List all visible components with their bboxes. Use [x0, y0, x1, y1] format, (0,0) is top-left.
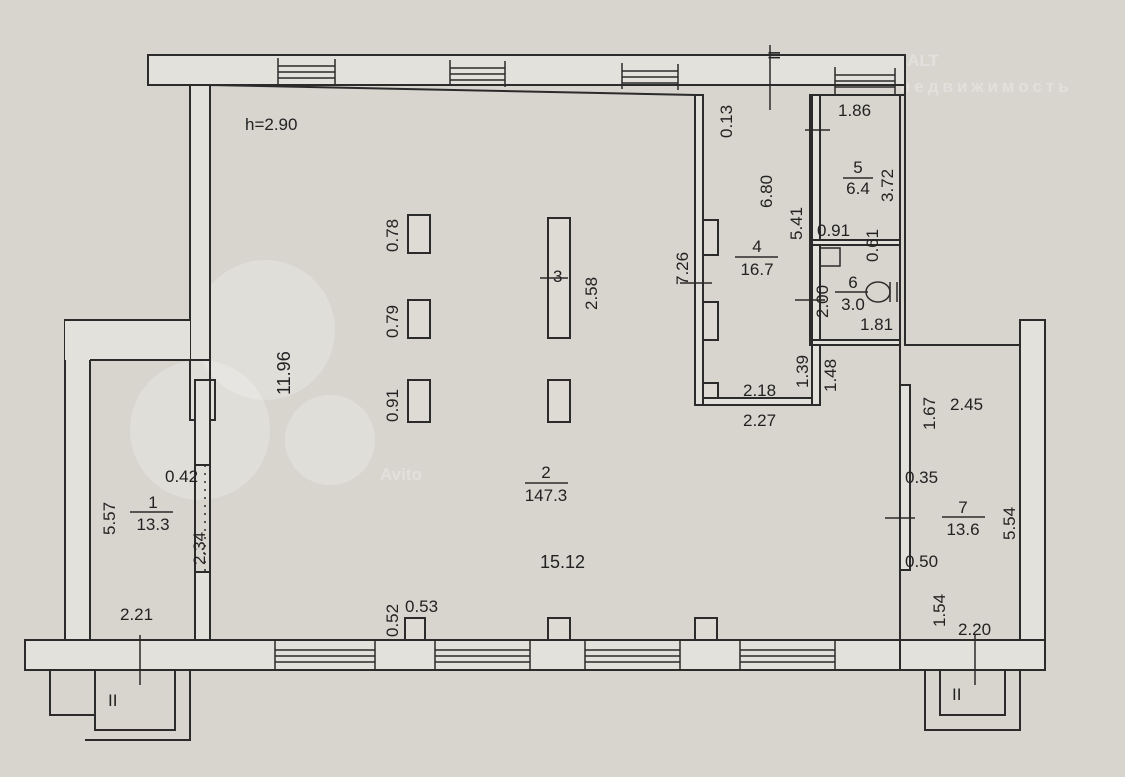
- dim-r4-top: 0.13: [717, 105, 736, 138]
- dim-r7-f: 1.54: [930, 594, 949, 627]
- avito-watermark: Avito: [380, 465, 422, 484]
- dim-r6-w: 1.81: [860, 315, 893, 334]
- stair-mark-left: II: [108, 691, 117, 710]
- dim-pier-a: 0.52: [383, 604, 402, 637]
- dim-r6-l: 2.00: [813, 285, 832, 318]
- onrealt-sub-watermark: недвижимость: [900, 77, 1073, 96]
- dim-r1-opening: 2.34: [190, 532, 209, 565]
- room-5-number: 5: [853, 158, 862, 177]
- room-1-area: 13.3: [136, 515, 169, 534]
- dim-r5-l: 3.72: [878, 169, 897, 202]
- room-4-number: 4: [752, 237, 761, 256]
- dim-r7-c: 0.35: [905, 468, 938, 487]
- dim-main-width: 15.12: [540, 552, 585, 572]
- dim-main-length: 11.96: [274, 351, 294, 395]
- dim-r7-b: 1.67: [920, 397, 939, 430]
- room-6-number: 6: [848, 273, 857, 292]
- dim-r4-b: 1.48: [821, 359, 840, 392]
- dim-r1-width: 2.21: [120, 605, 153, 624]
- dim-r5-w: 1.86: [838, 101, 871, 120]
- dim-r5-b: 0.61: [863, 229, 882, 262]
- room-7-area: 13.6: [946, 520, 979, 539]
- dim-col-a: 0.78: [383, 219, 402, 252]
- dim-r5-a: 0.91: [817, 221, 850, 240]
- room-2-area: 147.3: [525, 486, 568, 505]
- room-4-area: 16.7: [740, 260, 773, 279]
- dim-r7-g: 2.20: [958, 620, 991, 639]
- room-2-number: 2: [541, 463, 550, 482]
- dim-r4-side: 5.41: [787, 207, 806, 240]
- dim-r4-d: 2.27: [743, 411, 776, 430]
- stair-mark-right: II: [952, 685, 961, 704]
- room-3-number: 3: [553, 267, 562, 286]
- dim-r7-a: 2.45: [950, 395, 983, 414]
- dim-col-c: 0.91: [383, 389, 402, 422]
- dim-r4-a: 1.39: [793, 355, 812, 388]
- dim-r7-d: 5.54: [1000, 507, 1019, 540]
- dim-partition: 7.26: [673, 252, 692, 285]
- room-5-area: 6.4: [846, 179, 870, 198]
- dim-r1-len: 5.57: [100, 502, 119, 535]
- dim-r7-e: 0.50: [905, 552, 938, 571]
- room-7-number: 7: [958, 498, 967, 517]
- walls: [24, 45, 1046, 741]
- dim-col-b: 0.79: [383, 305, 402, 338]
- room-1-number: 1: [148, 493, 157, 512]
- labels: h=2.90 11.96 15.12 0.78 0.79 0.91 2.58 3…: [100, 51, 1019, 710]
- stair-mark-top: II: [765, 51, 784, 60]
- dim-pier-b: 0.53: [405, 597, 438, 616]
- ceiling-height: h=2.90: [245, 115, 297, 134]
- dim-r4-c: 2.18: [743, 381, 776, 400]
- dim-col-3: 2.58: [582, 277, 601, 310]
- dim-r4-len: 6.80: [757, 175, 776, 208]
- room-6-area: 3.0: [841, 295, 865, 314]
- dim-r1-gap: 0.42: [165, 467, 198, 486]
